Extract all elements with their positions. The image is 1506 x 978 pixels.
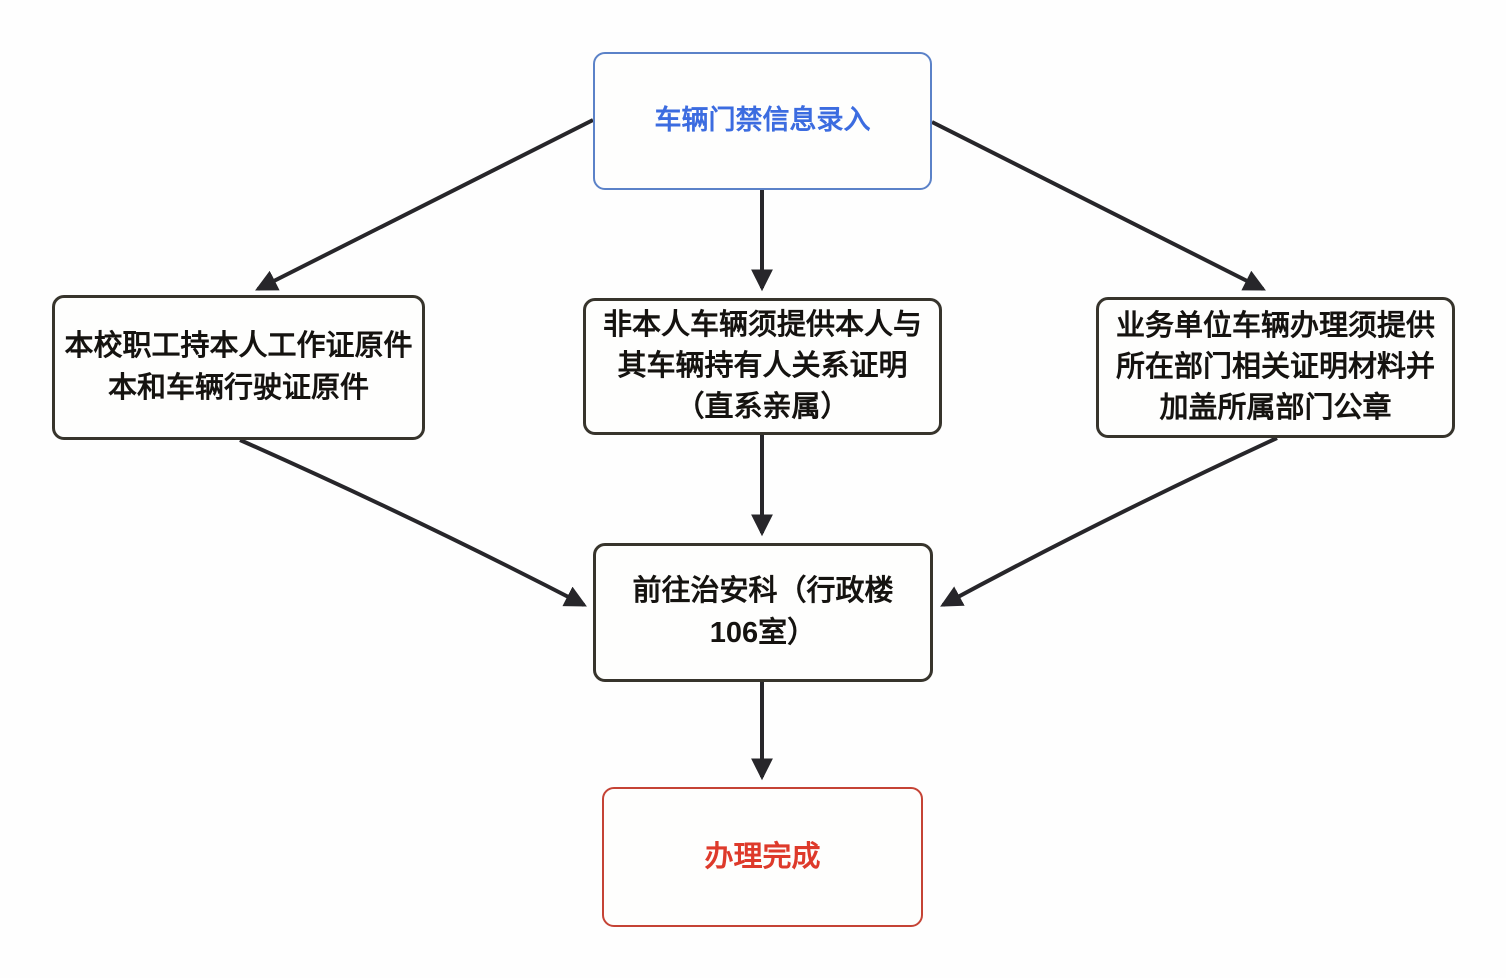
node-process-complete-label: 办理完成 [704, 840, 821, 873]
node-security-office-label: 前往治安科（行政楼 106室） [632, 575, 894, 649]
edge-business-office [940, 436, 1278, 607]
edge-start-staff [255, 118, 594, 291]
edge-start-business [931, 120, 1266, 291]
node-vehicle-access-entry-label: 车辆门禁信息录入 [654, 105, 871, 136]
node-security-office: 前往治安科（行政楼 106室） [593, 543, 933, 682]
node-business-unit-materials-label: 业务单位车辆办理须提供 所在部门相关证明材料并 加盖所属部门公章 [1115, 309, 1435, 425]
node-nonowner-proof-label: 非本人车辆须提供本人与 其车辆持有人关系证明 （直系亲属） [602, 308, 922, 424]
node-vehicle-access-entry: 车辆门禁信息录入 [593, 52, 932, 190]
node-nonowner-proof: 非本人车辆须提供本人与 其车辆持有人关系证明 （直系亲属） [583, 298, 942, 435]
node-staff-documents-label: 本校职工持本人工作证原件 本和车辆行驶证原件 [64, 330, 413, 404]
node-staff-documents: 本校职工持本人工作证原件 本和车辆行驶证原件 [52, 295, 425, 440]
edge-staff-office [239, 438, 587, 607]
node-process-complete: 办理完成 [602, 787, 923, 927]
node-business-unit-materials: 业务单位车辆办理须提供 所在部门相关证明材料并 加盖所属部门公章 [1096, 297, 1455, 438]
